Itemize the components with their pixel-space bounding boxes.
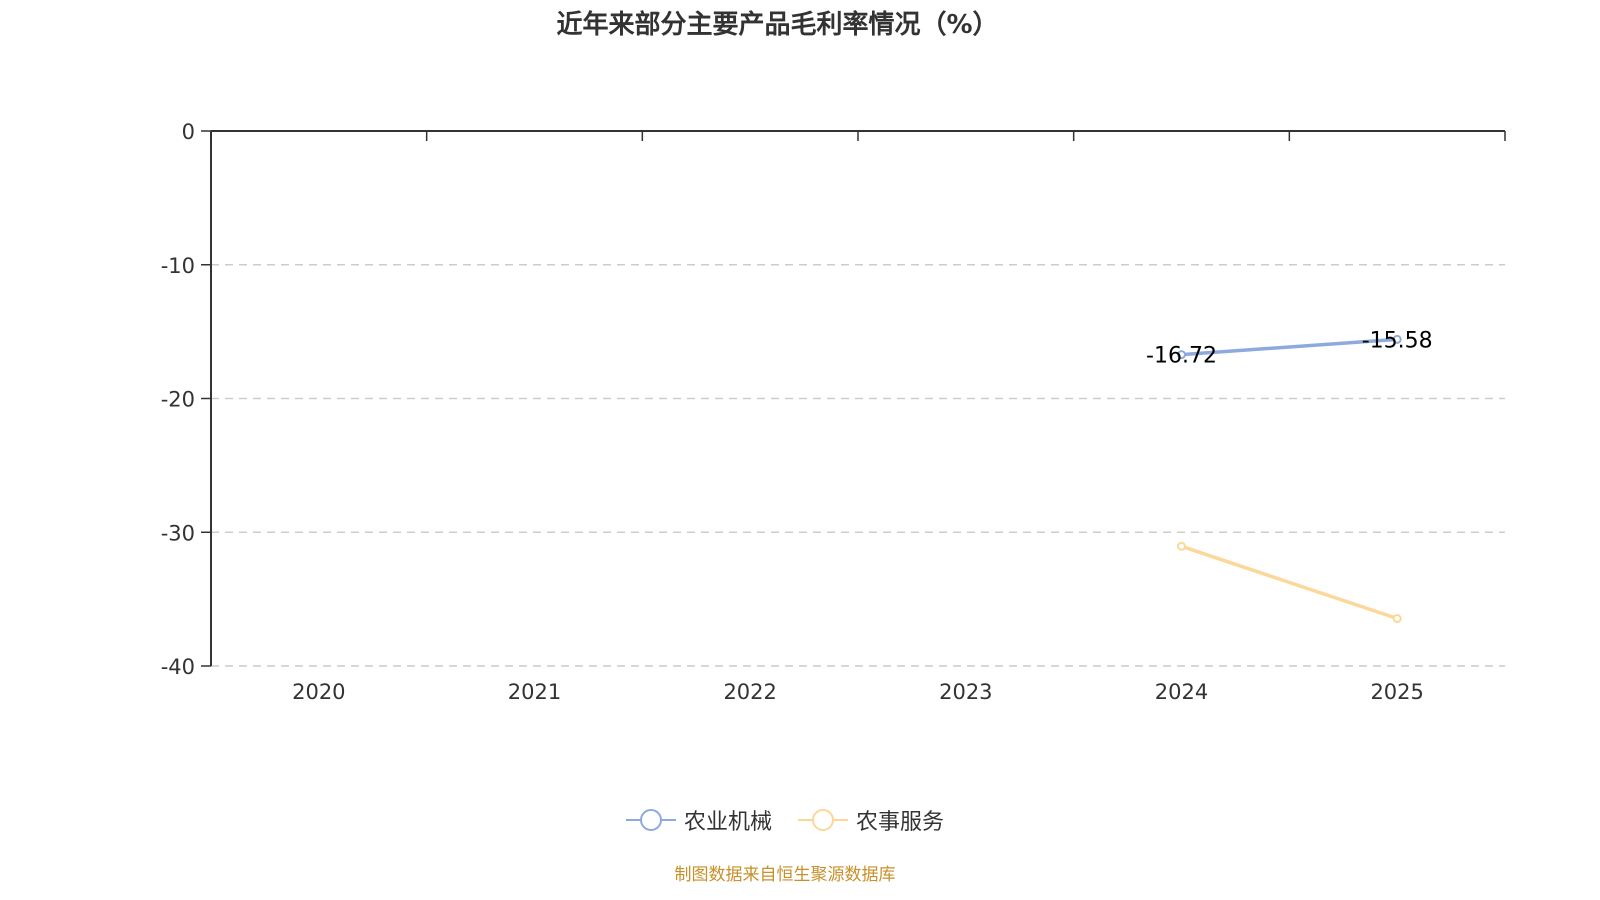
legend-marker-icon [798, 809, 848, 831]
legend-label: 农事服务 [856, 810, 945, 835]
data-label: -16.72 [1146, 344, 1217, 369]
legend-marker-icon [625, 809, 676, 831]
x-tick-label: 2020 [292, 680, 345, 704]
x-tick-label: 2022 [723, 680, 776, 704]
chart-title: 近年来部分主要产品毛利率情况（%） [556, 10, 999, 40]
legend-label: 农业机械 [683, 810, 772, 835]
source-note: 制图数据来自恒生聚源数据库 [674, 865, 896, 885]
y-tick-label: -40 [161, 655, 195, 679]
series-line-0 [1181, 337, 1398, 357]
y-tick-label: 0 [182, 120, 195, 144]
data-point [1177, 541, 1186, 551]
legend: 农业机械 农事服务 [0, 804, 1570, 836]
data-label: -15.58 [1362, 328, 1433, 353]
data-point [1392, 334, 1402, 344]
x-tick-label: 2023 [939, 680, 992, 704]
y-tick-label: -10 [161, 254, 195, 278]
x-tick-label: 2024 [1155, 680, 1208, 704]
legend-item-farm-services[interactable]: 农事服务 [798, 804, 944, 836]
x-tick-label: 2025 [1370, 680, 1423, 704]
y-tick-label: -30 [161, 521, 195, 545]
series-line-1 [1180, 544, 1398, 621]
data-point [1177, 350, 1186, 360]
legend-item-agri-machinery[interactable]: 农业机械 [625, 804, 772, 836]
y-tick-label: -20 [161, 388, 195, 412]
data-point [1392, 614, 1402, 624]
x-tick-label: 2021 [508, 680, 561, 704]
